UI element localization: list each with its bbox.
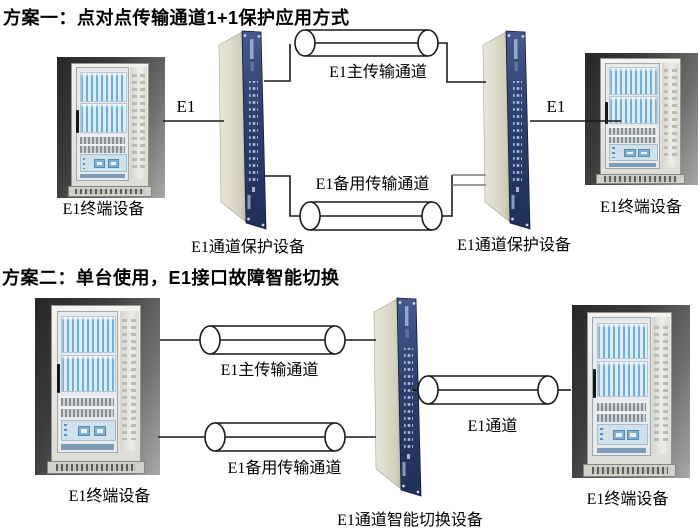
e1-channel-label-s2: E1通道 bbox=[467, 418, 518, 435]
backup-channel-label-s1: E1备用传输通道 bbox=[315, 176, 430, 193]
indicator-leds bbox=[611, 147, 615, 158]
panel-button bbox=[108, 159, 120, 168]
panel-button bbox=[638, 149, 650, 157]
vent-slats bbox=[596, 400, 647, 411]
vent-slats bbox=[596, 411, 647, 422]
backup-pair-lines bbox=[452, 174, 486, 186]
base-grille bbox=[583, 463, 676, 477]
backup-channel-riser bbox=[442, 175, 453, 217]
side-vents bbox=[651, 317, 671, 455]
door-handle bbox=[57, 363, 60, 394]
indicator-leds bbox=[64, 423, 68, 438]
cabinet-door bbox=[592, 317, 651, 457]
card-cage-top bbox=[596, 322, 649, 359]
scheme1-connections bbox=[163, 42, 621, 217]
device-label-s1-left: E1通道保护设备 bbox=[191, 239, 305, 256]
terminal-cabinet-scheme2-right bbox=[572, 305, 690, 478]
vent-slats bbox=[608, 126, 657, 135]
panel-button bbox=[624, 149, 636, 157]
main-channel-label-s1: E1主传输通道 bbox=[329, 64, 427, 81]
device-label-s1-right: E1通道保护设备 bbox=[457, 237, 571, 254]
side-vents bbox=[130, 67, 147, 179]
cabinet-body bbox=[67, 62, 153, 197]
terminal-cabinet-scheme1-right bbox=[585, 53, 698, 185]
control-panel bbox=[61, 419, 116, 442]
main-channel-pipe-s1 bbox=[294, 29, 439, 57]
control-panel bbox=[596, 423, 649, 446]
vent-slats bbox=[61, 407, 114, 418]
protection-device-panel-left bbox=[218, 30, 267, 230]
e1-channel-pipe-s2 bbox=[417, 375, 559, 405]
door-handle bbox=[76, 109, 79, 134]
card-cage-bottom bbox=[79, 102, 128, 133]
card-cage-top bbox=[79, 71, 128, 102]
vent-slats bbox=[608, 134, 657, 144]
card-cage-bottom bbox=[61, 355, 116, 393]
side-vents bbox=[661, 62, 679, 168]
cabinet-door bbox=[56, 310, 119, 453]
panel-button bbox=[93, 425, 107, 436]
scheme2-title: 方案二：单台使用，E1接口故障智能切换 bbox=[2, 268, 340, 288]
panel-button bbox=[77, 425, 91, 436]
main-channel-pipe-s2 bbox=[199, 325, 346, 355]
indicator-leds bbox=[82, 157, 86, 169]
card-cage-top bbox=[61, 315, 116, 353]
door-handle bbox=[605, 102, 608, 125]
switching-device-panel bbox=[373, 297, 422, 497]
indicator-leds bbox=[599, 427, 603, 442]
control-panel bbox=[608, 144, 659, 161]
vent-slats bbox=[79, 135, 126, 145]
base-grille bbox=[595, 174, 685, 185]
cabinet-body bbox=[595, 58, 685, 185]
card-cage-bottom bbox=[608, 96, 659, 125]
backup-channel-label-s2: E1备用传输通道 bbox=[227, 460, 342, 477]
vent-slats bbox=[79, 144, 126, 153]
terminal-label-s2-right: E1终端设备 bbox=[586, 491, 669, 508]
terminal-cabinet-scheme1-left bbox=[57, 57, 165, 198]
base-grille bbox=[47, 460, 145, 474]
nameplate-strip bbox=[608, 162, 657, 167]
e1-label-left-s1: E1 bbox=[176, 97, 196, 116]
panel-button bbox=[94, 159, 106, 168]
side-vents bbox=[119, 310, 139, 451]
base-grille bbox=[67, 186, 153, 197]
card-cage-top bbox=[608, 66, 659, 95]
terminal-label-s1-right: E1终端设备 bbox=[600, 199, 682, 216]
terminal-label-s2-left: E1终端设备 bbox=[68, 488, 151, 505]
scheme1-title: 方案一：点对点传输通道1+1保护应用方式 bbox=[3, 8, 350, 28]
protection-device-panel-right bbox=[482, 30, 531, 230]
cabinet-body bbox=[583, 311, 676, 477]
nameplate-strip bbox=[61, 444, 114, 450]
nameplate-strip bbox=[596, 447, 647, 454]
nameplate-strip bbox=[79, 173, 126, 179]
backup-channel-pipe-s2 bbox=[204, 422, 346, 452]
device-label-s2: E1通道智能切换设备 bbox=[337, 512, 483, 528]
main-channel-label-s2: E1主传输通道 bbox=[220, 362, 319, 379]
panel-button bbox=[627, 429, 640, 440]
terminal-cabinet-scheme2-left bbox=[35, 298, 160, 475]
cabinet-door bbox=[604, 62, 661, 170]
cabinet-body bbox=[47, 305, 145, 474]
control-panel bbox=[79, 154, 128, 172]
panel-button bbox=[612, 429, 625, 440]
terminal-label-s1-left: E1终端设备 bbox=[62, 201, 145, 218]
door-handle bbox=[592, 369, 596, 398]
main-channel-to-panel bbox=[438, 42, 486, 83]
backup-channel-pipe-s1 bbox=[299, 201, 443, 231]
card-cage-bottom bbox=[596, 360, 649, 398]
vent-slats bbox=[61, 395, 114, 407]
cabinet-door bbox=[75, 67, 130, 181]
e1-label-right-s1: E1 bbox=[546, 97, 566, 116]
panel-to-main-channel bbox=[264, 44, 291, 82]
panel-to-backup-channel bbox=[264, 175, 300, 217]
